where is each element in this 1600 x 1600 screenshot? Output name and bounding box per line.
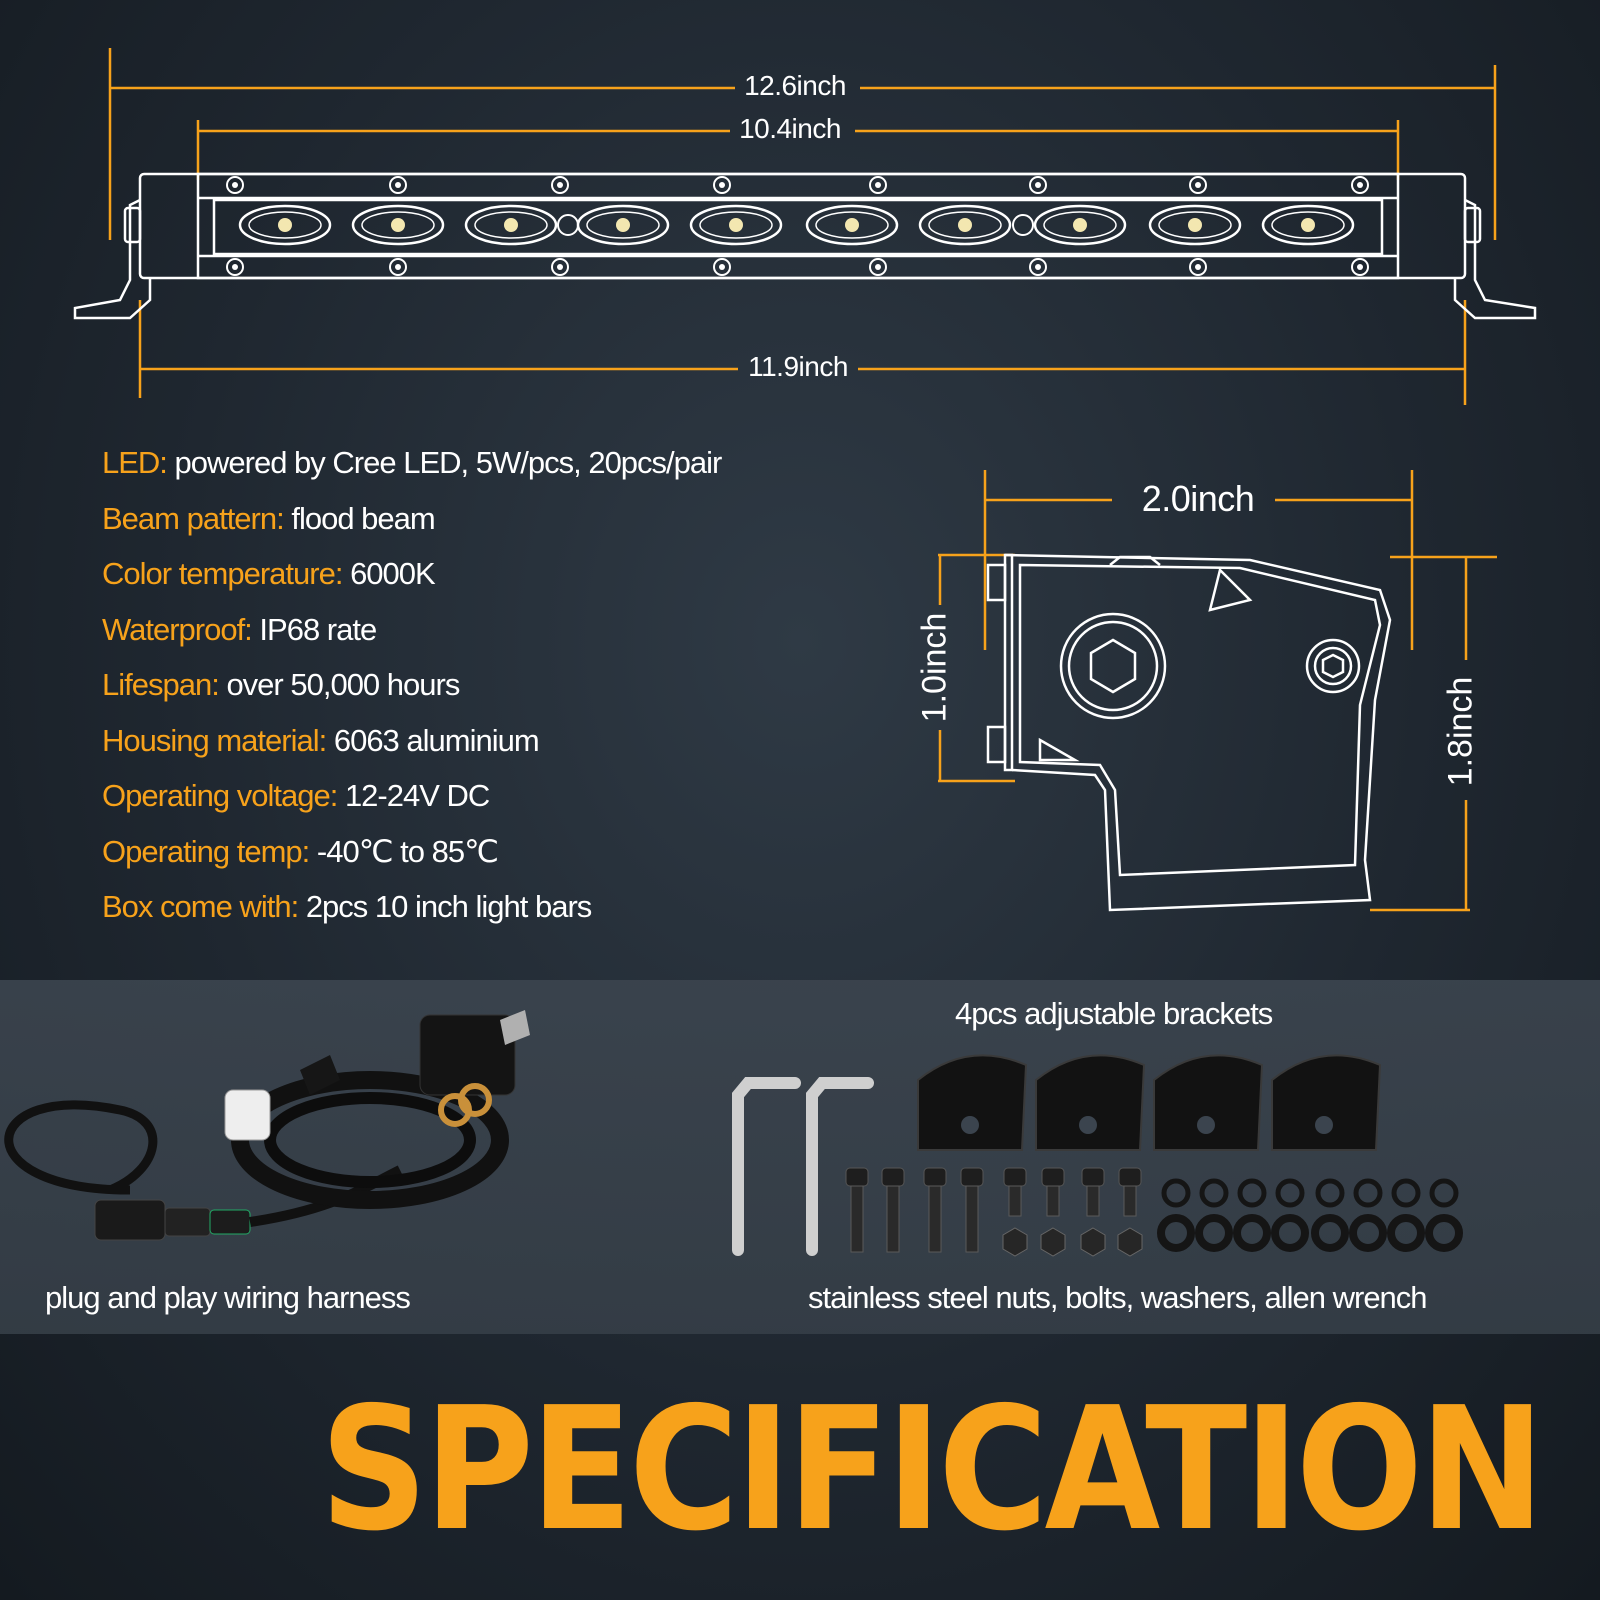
nut [1117,1227,1143,1257]
spec-row-led: LED: powered by Cree LED, 5W/pcs, 20pcs/… [102,445,722,480]
side-profile-diagram [938,470,1497,912]
lock-washer [1237,1178,1267,1208]
screw-hole [551,258,569,276]
spec-row-color-temperature: Color temperature: 6000K [102,556,436,591]
lock-washer [1391,1178,1421,1208]
wiring-harness-illustration [4,1010,530,1241]
spec-row-lifespan: Lifespan: over 50,000 hours [102,667,460,702]
flat-washer [1311,1214,1349,1252]
bolt [881,1167,905,1253]
lens-length-dimension [196,120,1400,180]
accessories-band [0,980,1600,1334]
screw-hole [869,258,887,276]
lock-washer [1199,1178,1229,1208]
screw-hole [226,176,244,194]
lock-washer [1315,1178,1345,1208]
nut [1040,1227,1066,1257]
screw-hole [1351,258,1369,276]
bolt [1040,1167,1066,1257]
lens-length-label: 10.4inch [739,113,841,144]
flat-washer [1387,1214,1425,1252]
washers-illustration [1157,1178,1463,1252]
bracket [1271,1054,1382,1151]
light-bar-body [73,172,1537,320]
screw-hole [551,176,569,194]
nut [1080,1227,1106,1257]
bolt [923,1167,947,1253]
overall-length-dimension [108,48,1497,240]
lock-washer [1275,1178,1305,1208]
lock-washer [1429,1178,1459,1208]
led-lens [576,204,670,246]
screw-hole [226,258,244,276]
center-screw [557,214,579,236]
led-lens [689,204,783,246]
screw-hole [1029,176,1047,194]
spec-row-waterproof: Waterproof: IP68 rate [102,611,377,647]
screw-hole [389,176,407,194]
light-bar-diagram [73,48,1537,405]
housing-height-dimension [938,553,1015,783]
lock-washer [1161,1178,1191,1208]
screw-hole [1189,176,1207,194]
flat-washer [1349,1214,1387,1252]
harness-caption: plug and play wiring harness [45,1280,411,1315]
flat-washer [1271,1214,1309,1252]
screw-hole [713,258,731,276]
screw-hole [869,176,887,194]
side-profile-outline [986,553,1392,912]
led-lens [1148,204,1242,246]
bolt [1002,1167,1028,1257]
spec-row-operating-voltage: Operating voltage: 12-24V DC [102,778,490,813]
bracket [1153,1054,1264,1151]
bracket [917,1054,1028,1151]
spec-row-box-contents: Box come with: 2pcs 10 inch light bars [102,889,592,924]
lock-washer [1353,1178,1383,1208]
screw-hole [389,258,407,276]
spec-row-housing-material: Housing material: 6063 aluminium [102,722,540,758]
brackets-illustration [917,1054,1382,1151]
led-lens [1261,204,1355,246]
led-lens [351,204,445,246]
spec-row-beam-pattern: Beam pattern: flood beam [102,500,436,536]
screw-hole [1351,176,1369,194]
screw-hole [713,176,731,194]
screw-hole [1029,258,1047,276]
center-screw [1012,214,1034,236]
width-label: 2.0inch [1141,478,1255,519]
bolt [845,1167,869,1253]
screw-row [226,176,1369,276]
total-height-dimension [1370,555,1497,912]
bracket [1035,1054,1146,1151]
brackets-caption: 4pcs adjustable brackets [955,996,1273,1031]
led-lens [464,204,558,246]
bolts-illustration [845,1167,1143,1257]
led-lens [805,204,899,246]
led-row [238,204,1355,246]
nut [1002,1227,1028,1257]
bolt [1117,1167,1143,1257]
mount-length-dimension [138,300,1467,405]
led-lens [918,204,1012,246]
led-lens [238,204,332,246]
accessories-illustration [4,1010,1463,1257]
flat-washer [1195,1214,1233,1252]
overall-length-label: 12.6inch [744,70,846,101]
mount-length-label: 11.9inch [748,351,848,382]
hardware-caption: stainless steel nuts, bolts, washers, al… [808,1280,1428,1315]
screw-hole [1189,258,1207,276]
allen-wrench-illustration [732,1077,874,1256]
flat-washer [1233,1214,1271,1252]
width-dimension [983,470,1414,650]
page-title: SPECIFICATION [320,1371,1545,1569]
flat-washer [1425,1214,1463,1252]
bolt [960,1167,984,1253]
spec-list: LED: powered by Cree LED, 5W/pcs, 20pcs/… [102,445,922,945]
led-lens [1033,204,1127,246]
flat-washer [1157,1214,1195,1252]
bolt [1080,1167,1106,1257]
spec-row-operating-temp: Operating temp: -40℃ to 85℃ [102,833,499,869]
